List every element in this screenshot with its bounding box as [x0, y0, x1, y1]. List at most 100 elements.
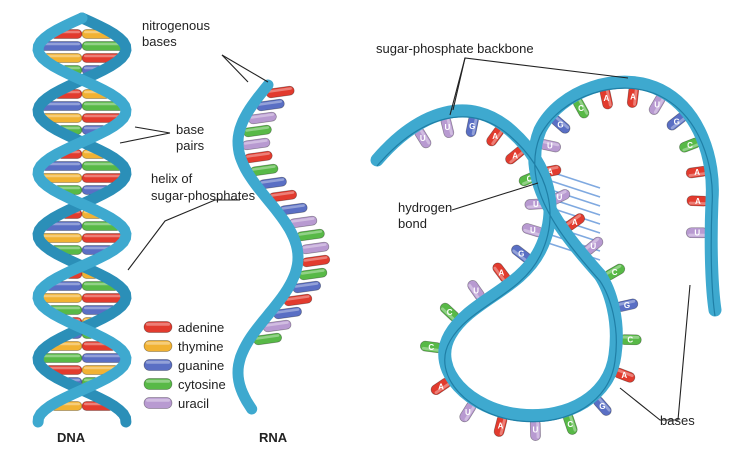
base-letter: U	[654, 100, 660, 109]
base-letter: U	[590, 242, 596, 251]
base-letter: A	[694, 168, 700, 177]
base-letter: U	[557, 193, 563, 202]
legend-label-cytosine: cytosine	[178, 377, 226, 392]
base-letter: U	[533, 200, 539, 209]
folded-rna-base: A	[613, 367, 636, 383]
base-letter: A	[498, 269, 504, 278]
legend-swatch-thymine	[143, 340, 173, 352]
rna-strand	[232, 79, 331, 415]
base-letter: U	[420, 134, 426, 143]
base-letter: U	[473, 286, 479, 295]
dna-base	[81, 293, 127, 303]
base-letter: G	[557, 120, 563, 129]
rna-base	[283, 293, 313, 307]
base-letter: U	[530, 226, 536, 235]
leader-lines	[119, 54, 691, 421]
folded-rna: U U G A A C U U G A U C C A U A U C G A C G C U A U A U G C A A U G C A A U	[370, 75, 722, 441]
base-letter: A	[512, 151, 518, 160]
rna-base	[288, 215, 318, 229]
dna-base-pairs	[37, 29, 127, 411]
bases-label: bases	[660, 413, 695, 428]
rna-base	[241, 137, 271, 151]
folded-rna-base: A	[599, 86, 613, 110]
dna-base	[37, 293, 83, 303]
rna-base	[301, 254, 331, 268]
base-letter: C	[578, 104, 584, 113]
dna-backbone-strand-1	[32, 12, 132, 428]
folded-rna-backbone	[370, 75, 722, 423]
base-letter: U	[533, 426, 539, 435]
legend-label-adenine: adenine	[178, 320, 224, 335]
legend-swatch-cytosine	[143, 378, 173, 390]
rna-base	[279, 202, 308, 216]
dna-backbone-strand-2	[32, 12, 132, 428]
base-letter: C	[447, 308, 453, 317]
folded-rna-bases: U U G A A C U U G A U C C A U A U C G A C G C U A U A U G C A A U G C A A U	[414, 85, 710, 441]
base-letter: U	[547, 142, 553, 151]
base-letter: A	[630, 93, 636, 102]
folded-rna-base: A	[564, 213, 586, 231]
dna-helix	[32, 12, 132, 428]
base-letter: G	[624, 301, 630, 310]
rna-base	[243, 124, 272, 138]
rna-base	[296, 228, 325, 242]
base-letter: A	[498, 422, 504, 431]
base-letter: G	[599, 402, 605, 411]
backbone-label: sugar-phosphate backbone	[376, 41, 534, 56]
base-letter: C	[627, 336, 633, 345]
hydrogen-bond-line	[544, 178, 601, 198]
base-letter: U	[694, 229, 700, 238]
folded-rna-base: U	[583, 236, 604, 256]
base-letter: U	[465, 408, 471, 417]
legend-swatch-adenine	[143, 321, 173, 333]
base-letter: C	[687, 141, 693, 150]
folded-rna-base: U	[414, 127, 432, 149]
legend-label-thymine: thymine	[178, 339, 224, 354]
folded-rna-base: U	[529, 418, 541, 441]
hydrogen-bond-label: hydrogen bond	[398, 200, 456, 231]
base-letter: G	[674, 117, 680, 126]
rna-label: RNA	[259, 430, 288, 445]
base-letter: C	[428, 343, 434, 352]
legend-label-uracil: uracil	[178, 396, 209, 411]
base-letter: A	[603, 94, 609, 103]
folded-rna-base: U	[440, 115, 455, 139]
legend-label-guanine: guanine	[178, 358, 224, 373]
folded-rna-base: A	[626, 85, 640, 108]
legend-swatch-guanine	[143, 359, 173, 371]
base-letter: G	[469, 122, 475, 131]
base-letter: A	[492, 132, 498, 141]
folded-rna-base: C	[419, 340, 443, 354]
base-pairs-label: base pairs	[176, 122, 208, 153]
folded-rna-base: G	[465, 114, 479, 138]
rna-base	[300, 241, 330, 255]
base-letter: A	[621, 371, 627, 380]
base-letter: A	[438, 382, 444, 391]
base-letter: C	[612, 268, 618, 277]
base-letter: C	[527, 175, 533, 184]
base-letter: U	[444, 123, 450, 132]
rna-base	[273, 306, 302, 320]
folded-rna-base: U	[521, 223, 544, 238]
rna-base	[262, 319, 292, 333]
rna-base	[244, 150, 273, 164]
base-letter: A	[695, 197, 701, 206]
dna-label: DNA	[57, 430, 86, 445]
base-letter: G	[518, 250, 524, 259]
rna-base	[248, 111, 277, 125]
base-letter: A	[572, 218, 578, 227]
folded-rna-base: U	[538, 139, 562, 153]
base-letter: A	[547, 167, 553, 176]
rna-base	[258, 176, 287, 190]
folded-rna-base: U	[685, 227, 709, 239]
helix-label: helix of sugar-phosphates	[151, 171, 256, 203]
nitrogenous-bases-label: nitrogenous bases	[142, 18, 214, 49]
legend-swatch-uracil	[143, 397, 173, 409]
folded-rna-base: A	[492, 262, 511, 283]
base-letter: C	[567, 420, 573, 429]
dna-base	[39, 101, 83, 111]
folded-rna-backbone-edge	[376, 87, 716, 423]
rna-backbone	[232, 79, 304, 415]
legend: adenine thymine guanine cytosine uracil	[143, 320, 226, 411]
